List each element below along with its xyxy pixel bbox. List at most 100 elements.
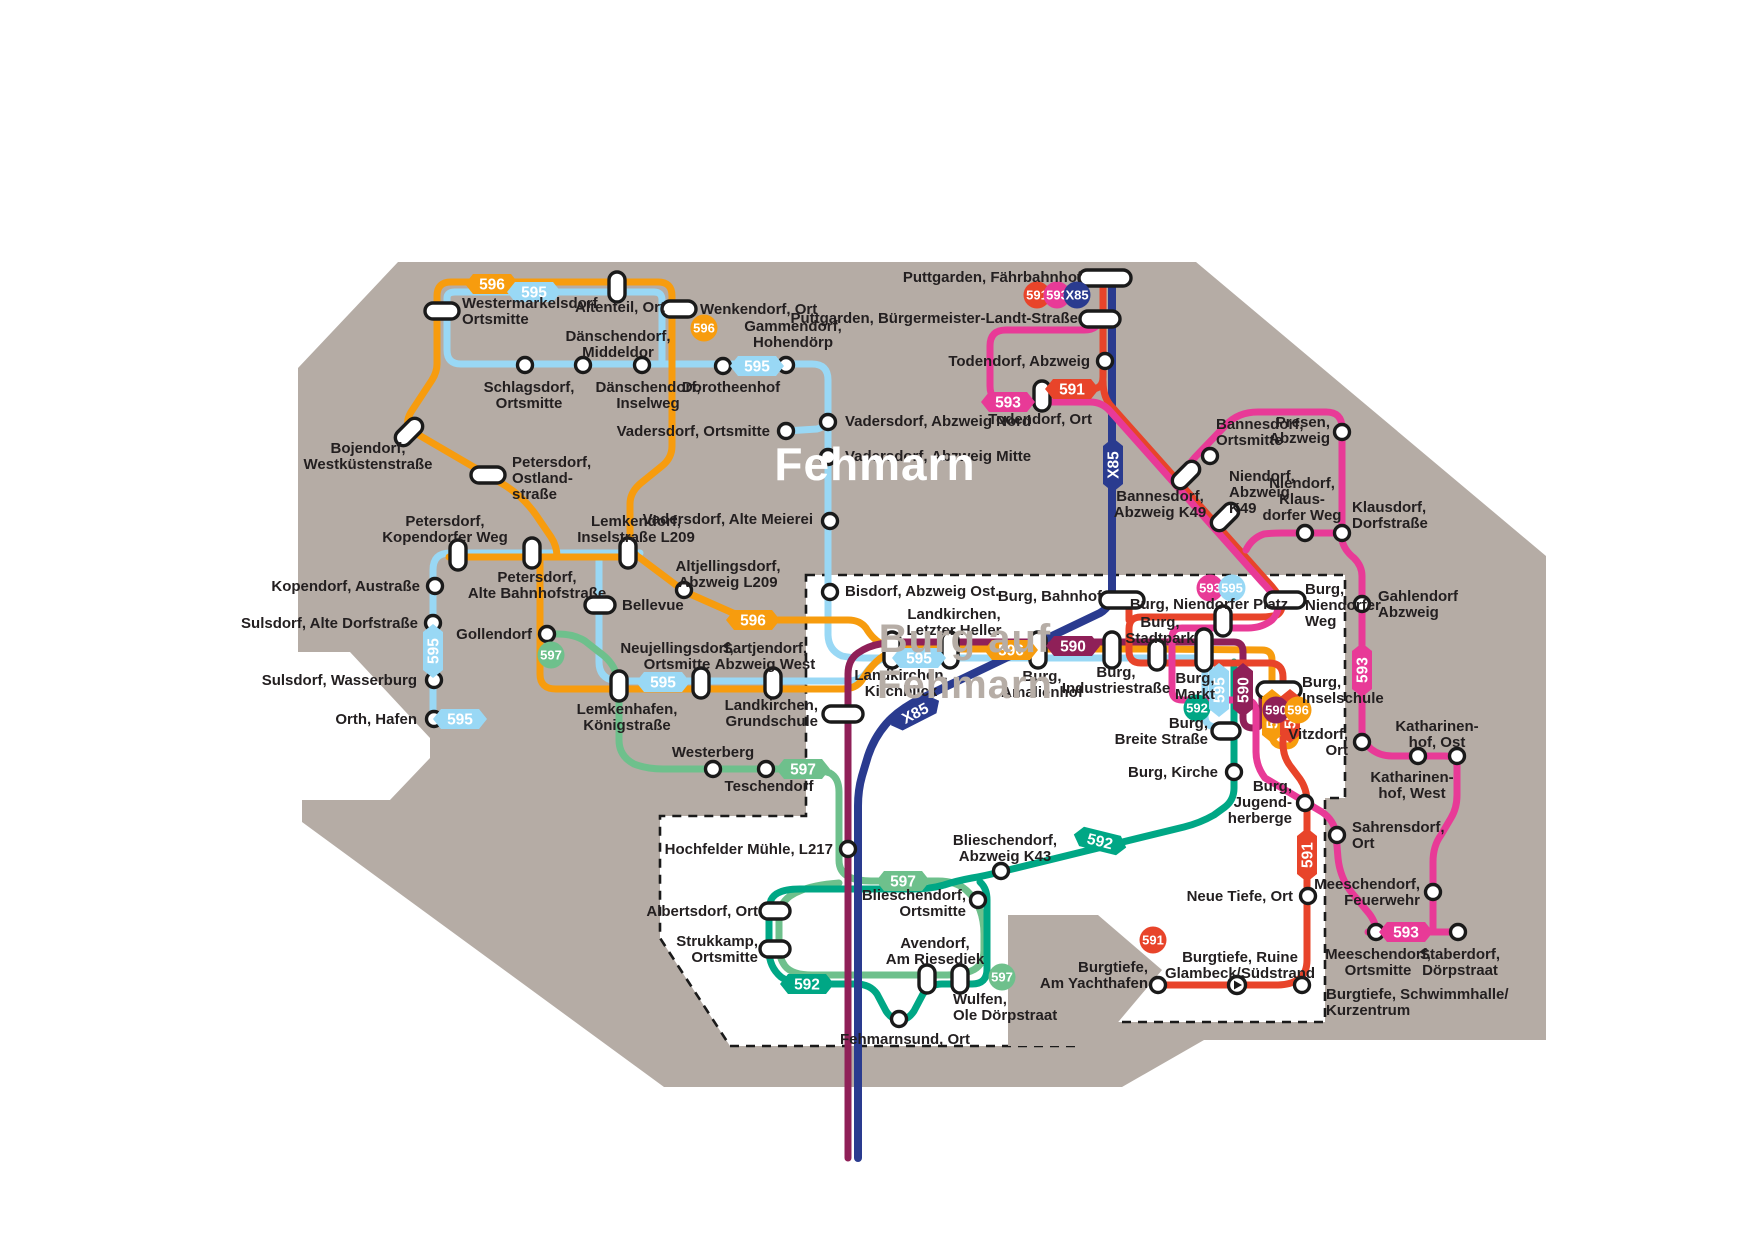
- line-badge-595: 595: [892, 648, 946, 668]
- svg-text:592: 592: [1085, 831, 1114, 854]
- stop-teschendorf: [756, 759, 776, 779]
- line-badge-595: 595: [1209, 663, 1229, 717]
- svg-text:596: 596: [693, 321, 715, 336]
- stop-label: Vitzdorf,Ort: [1288, 726, 1348, 759]
- line-badge-X85: X85: [1063, 281, 1091, 309]
- stop-label: Klausdorf,Dorfstraße: [1352, 499, 1428, 532]
- line-badge-593: 593: [981, 392, 1035, 412]
- stop-bannesdorf-ortsmitte: [1200, 446, 1220, 466]
- line-badge-591: 591: [1045, 379, 1099, 399]
- stop-label: Presen,Abzweig: [1269, 414, 1330, 447]
- stop-label: Westerberg: [672, 744, 754, 761]
- line-badge-592: 592: [1073, 826, 1127, 856]
- stop-label: Katharinen-hof, West: [1370, 769, 1453, 802]
- stop-label: Petersdorf,Kopendorfer Weg: [382, 513, 508, 546]
- stop-westermarkelsdorf-ortsmitte: [423, 301, 461, 321]
- stop-neue-tiefe-ort: [1298, 886, 1318, 906]
- stop-label: Burg,Amalienhof: [1001, 668, 1084, 701]
- stop-hochfelder-muehle-l217: [838, 839, 858, 859]
- line-badge-592: 592: [1183, 694, 1211, 722]
- stop-daenschendorf-middeldor: [573, 355, 593, 375]
- stop-todendorf-abzweig: [1095, 351, 1115, 371]
- stop-meeschendorf-feuerwehr: [1423, 882, 1443, 902]
- line-badge-593: 593: [1352, 643, 1372, 697]
- stop-label: Wenkendorf, Ort: [700, 301, 817, 318]
- line-badge-595: 595: [433, 709, 487, 729]
- stop-label: Todendorf, Ort: [988, 411, 1092, 428]
- stop-label: Burg,Stadtpark: [1125, 614, 1195, 647]
- stop-label: Altjellingsdorf,Abzweig L209: [676, 558, 781, 591]
- stop-label: Katharinen-hof, Ost: [1395, 718, 1478, 751]
- stop-strukkamp-ortsmitte: [758, 939, 792, 959]
- stop-bellevue: [583, 595, 617, 615]
- stop-label: Gollendorf: [456, 626, 533, 643]
- stop-vadersdorf-abzweig-mitte: [818, 447, 838, 467]
- stop-bojendorf-westkuestenstrasse: [393, 416, 425, 448]
- stop-label: Vadersdorf, Abzweig Nord: [845, 413, 1031, 430]
- svg-text:593: 593: [1393, 925, 1419, 942]
- stop-label: Teschendorf: [725, 778, 815, 795]
- svg-text:597: 597: [540, 648, 562, 663]
- stop-label: Puttgarden, Bürgermeister-Landt-Straße: [790, 310, 1078, 327]
- stop-daenschendorf-inselweg: [632, 355, 652, 375]
- stop-label: Landkirchen,Kirchblick: [854, 667, 947, 700]
- stop-petersdorf-alte-bahnhofstrasse: [522, 536, 542, 570]
- line-badge-597: 597: [876, 871, 930, 891]
- stop-puttgarden-buergermeister-landt-strasse: [1078, 309, 1122, 329]
- stop-label: Hochfelder Mühle, L217: [665, 841, 833, 858]
- svg-text:592: 592: [1186, 701, 1208, 716]
- stop-altenteil-ort: [607, 270, 627, 304]
- stop-burgtiefe-schwimmhalle-kurzentrum: [1292, 975, 1312, 995]
- stop-petersdorf-ostlandstrasse: [469, 465, 507, 485]
- stop-label: Albertsdorf, Ort: [646, 903, 758, 920]
- stop-burg-kirche: [1224, 762, 1244, 782]
- stop-albertsdorf-ort: [758, 901, 792, 921]
- stop-label: Blieschendorf,Abzweig K43: [953, 832, 1057, 865]
- stop-label: Sartjendorf,Abzweig West: [715, 640, 816, 673]
- stop-label: Meeschendorf,Ortsmitte: [1325, 946, 1431, 979]
- stop-gollendorf: [537, 624, 557, 644]
- stop-label: Bojendorf,Westküstenstraße: [304, 440, 433, 473]
- line-badge-595: 595: [507, 282, 561, 302]
- stop-label: Burgtiefe, Schwimmhalle/Kurzentrum: [1326, 986, 1509, 1019]
- stop-label: Strukkamp,Ortsmitte: [676, 933, 758, 966]
- stop-label: Meeschendorf,Feuerwehr: [1314, 876, 1420, 909]
- line-badge-595: 595: [636, 672, 690, 692]
- line-badge-593: 593: [1379, 922, 1433, 942]
- coast-arrow-wedge: [1008, 915, 1162, 1046]
- stop-label: Vadersdorf, Abzweig Mitte: [845, 448, 1031, 465]
- stop-label: Burg,Breite Straße: [1115, 715, 1208, 748]
- svg-text:591: 591: [1026, 288, 1048, 303]
- svg-text:597: 597: [790, 762, 816, 779]
- line-badge-597: 597: [537, 641, 565, 669]
- line-badge-596: 596: [726, 610, 780, 630]
- stop-label: Todendorf, Abzweig: [948, 353, 1090, 370]
- stop-burgtiefe-ruine-glambeck-suedstrand: [1226, 974, 1248, 996]
- svg-text:595: 595: [426, 638, 443, 664]
- stop-lemkenhafen-koenigstrasse: [609, 669, 629, 703]
- line-badge-593: 593: [1043, 281, 1071, 309]
- stop-burg-markt: [1194, 627, 1214, 673]
- stop-label: Sahrensdorf,Ort: [1352, 819, 1445, 852]
- stop-fehmarnsund-ort: [889, 1009, 909, 1029]
- stop-label: Gammendorf,Hohendörp: [744, 318, 842, 351]
- stop-klausdorf-dorfstrasse: [1332, 523, 1352, 543]
- stop-label: Bannesdorf,Ortsmitte: [1216, 416, 1304, 449]
- stop-label: Vadersdorf, Ortsmitte: [617, 423, 770, 440]
- stop-todendorf-ort: [1032, 379, 1052, 413]
- stop-wulfen-ole-doerpstraat: [950, 963, 970, 995]
- svg-text:590: 590: [1060, 639, 1086, 656]
- stop-label: Bannesdorf,Abzweig K49: [1114, 488, 1207, 521]
- stop-lemkendorf-inselstrasse-l209: [618, 536, 638, 570]
- stop-label: Burg,Jugend-herberge: [1228, 778, 1292, 827]
- stop-label: Bellevue: [622, 597, 684, 614]
- stop-burg-niendorfer-weg: [1263, 590, 1307, 610]
- svg-text:593: 593: [1199, 581, 1221, 596]
- stop-label: Neujellingsdorf,Ortsmitte: [620, 640, 733, 673]
- stop-label: Blieschendorf,Ortsmitte: [862, 887, 966, 920]
- stop-label: Lemkendorf,Inselstraße L209: [577, 513, 695, 546]
